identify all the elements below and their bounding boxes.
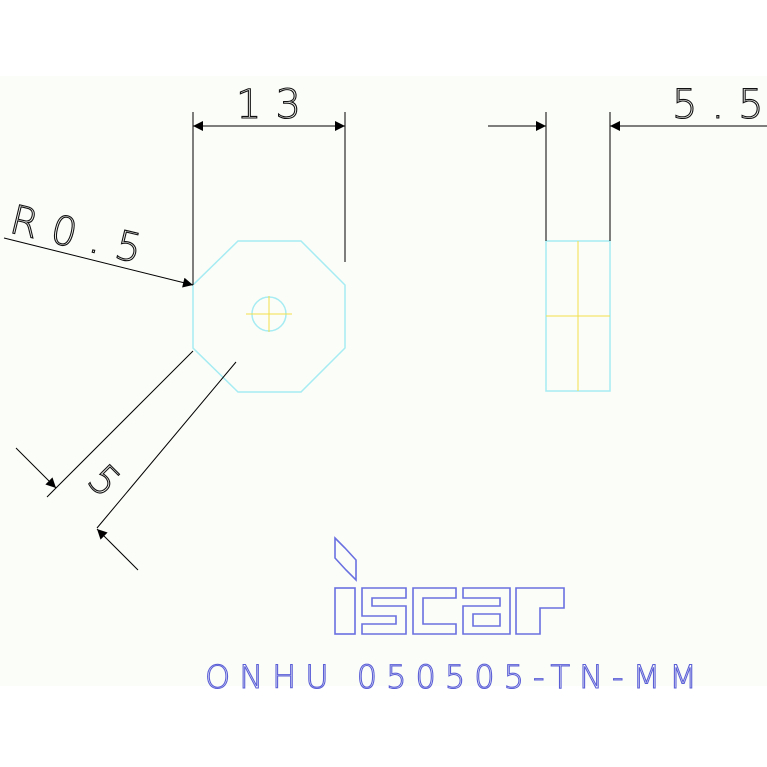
logo-i-stem xyxy=(334,587,356,635)
insert-side-view xyxy=(545,240,611,392)
side-dimension: 5 xyxy=(15,350,237,571)
width-label: 13 xyxy=(236,82,315,128)
extension-line-upper xyxy=(46,350,194,498)
radius-dimension: R0.5 xyxy=(3,196,194,288)
side-label: 5 xyxy=(78,456,138,516)
insert-top-view xyxy=(192,240,346,393)
extension-line-lower xyxy=(96,361,237,529)
drawing-sheet xyxy=(0,76,767,686)
radius-label: R0.5 xyxy=(6,197,160,276)
octagon-outline xyxy=(192,240,346,393)
product-code: ONHU 050505-TN-MM xyxy=(205,658,706,696)
width-dimension: 13 xyxy=(192,81,346,285)
iscar-logo: iscar xyxy=(334,536,565,635)
logo-i-dot xyxy=(334,536,357,582)
thickness-label: 5.5 xyxy=(672,82,767,128)
thickness-dimension: 5.5 xyxy=(488,81,767,241)
radius-leader-line xyxy=(3,237,194,288)
logo-c xyxy=(412,587,457,635)
side-arrow-lower xyxy=(96,528,139,571)
side-arrow-upper xyxy=(15,447,57,489)
logo-r xyxy=(515,587,565,635)
logo-a xyxy=(462,587,511,635)
logo-s xyxy=(361,587,407,635)
